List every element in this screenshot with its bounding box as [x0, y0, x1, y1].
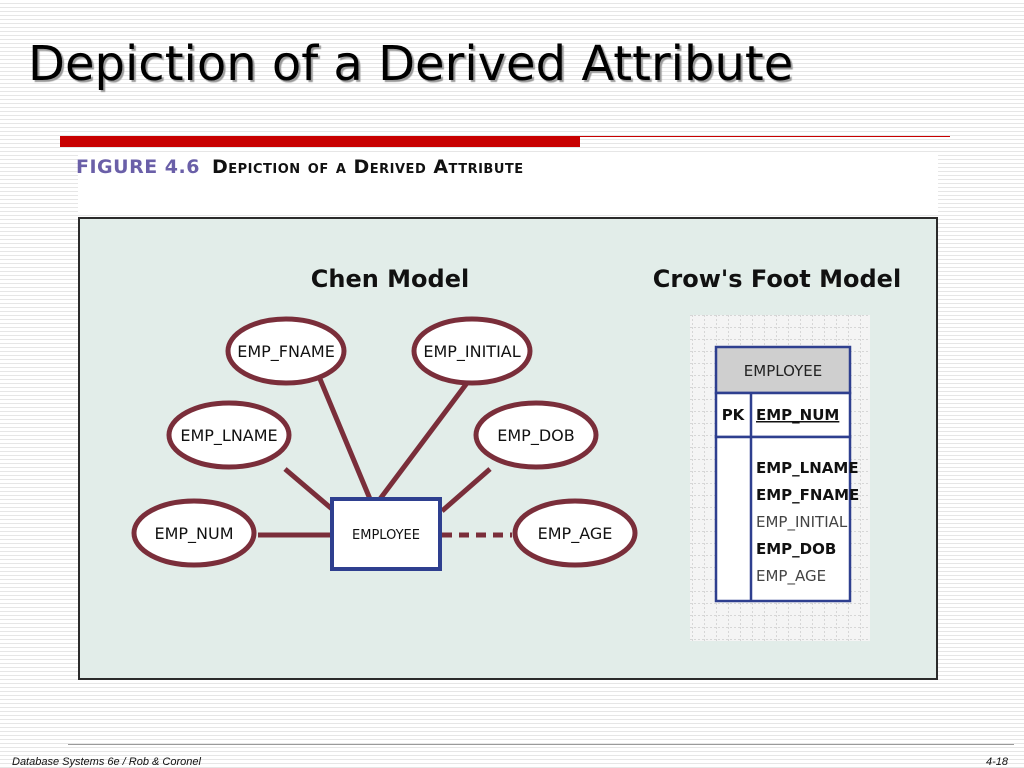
chen-attributes: EMP_FNAME EMP_INITIAL EMP_LNAME EMP_DOB … [131, 316, 638, 568]
chen-entity-employee [330, 497, 442, 571]
figure-caption-box [78, 153, 938, 213]
connector-emp-lname [283, 467, 334, 511]
attr-ellipse-emp-dob [473, 400, 599, 470]
attr-label-emp-lname: EMP_LNAME [180, 426, 277, 446]
crowsfoot-table-header [714, 345, 852, 395]
attr-label-emp-age: EMP_AGE [538, 524, 613, 544]
attr-ellipse-emp-initial [411, 316, 533, 386]
crowsfoot-model-heading: Crow's Foot Model [653, 265, 901, 293]
chen-connectors [258, 377, 512, 538]
crowsfoot-entity-table: EMPLOYEE PK EMP_NUM EMP_LNAME EMP_FNAME … [714, 345, 859, 603]
connector-emp-initial [378, 377, 472, 501]
crowsfoot-field-emp-fname: EMP_FNAME [756, 486, 859, 504]
attr-label-emp-dob: EMP_DOB [497, 426, 574, 446]
chen-entity-label: EMPLOYEE [352, 528, 420, 543]
attr-ellipse-emp-age [512, 498, 638, 568]
figure-caption: FIGURE 4.6 Depiction of a Derived Attribu… [76, 156, 524, 178]
page-number: 4-18 [985, 756, 1008, 768]
crowsfoot-table-title: EMPLOYEE [744, 362, 822, 380]
slide-title: Depiction of a Derived Attribute [28, 36, 794, 92]
crowsfoot-pk-field: EMP_NUM [756, 406, 839, 424]
crowsfoot-fields-row [714, 435, 852, 603]
attr-label-emp-fname: EMP_FNAME [237, 342, 335, 362]
crowsfoot-field-emp-dob: EMP_DOB [756, 540, 836, 558]
crowsfoot-pk-label: PK [722, 406, 746, 424]
footer-source: Database Systems 6e / Rob & Coronel [12, 756, 201, 768]
title-accent-line [580, 136, 950, 137]
attr-ellipse-emp-fname [225, 316, 347, 386]
diagram-panel: Chen Model EMPLOYEE EMP_FNAME EMP_INITIA… [78, 217, 938, 680]
attr-ellipse-emp-num [131, 498, 257, 568]
attr-label-emp-initial: EMP_INITIAL [423, 342, 520, 362]
attr-ellipse-emp-lname [166, 400, 292, 470]
crowsfoot-field-emp-lname: EMP_LNAME [756, 459, 859, 477]
footer-divider [68, 744, 1014, 745]
crowsfoot-field-emp-age: EMP_AGE [756, 567, 826, 586]
figure-name: Depiction of a Derived Attribute [211, 156, 524, 178]
diagram-canvas: Chen Model EMPLOYEE EMP_FNAME EMP_INITIA… [131, 265, 901, 641]
title-accent-bar [60, 136, 580, 147]
crowsfoot-field-emp-initial: EMP_INITIAL [756, 513, 848, 532]
chen-model-heading: Chen Model [311, 265, 469, 293]
connector-emp-dob [440, 467, 492, 513]
attr-label-emp-num: EMP_NUM [154, 524, 233, 544]
connector-emp-fname [317, 378, 373, 500]
figure-number: FIGURE 4.6 [76, 156, 200, 178]
